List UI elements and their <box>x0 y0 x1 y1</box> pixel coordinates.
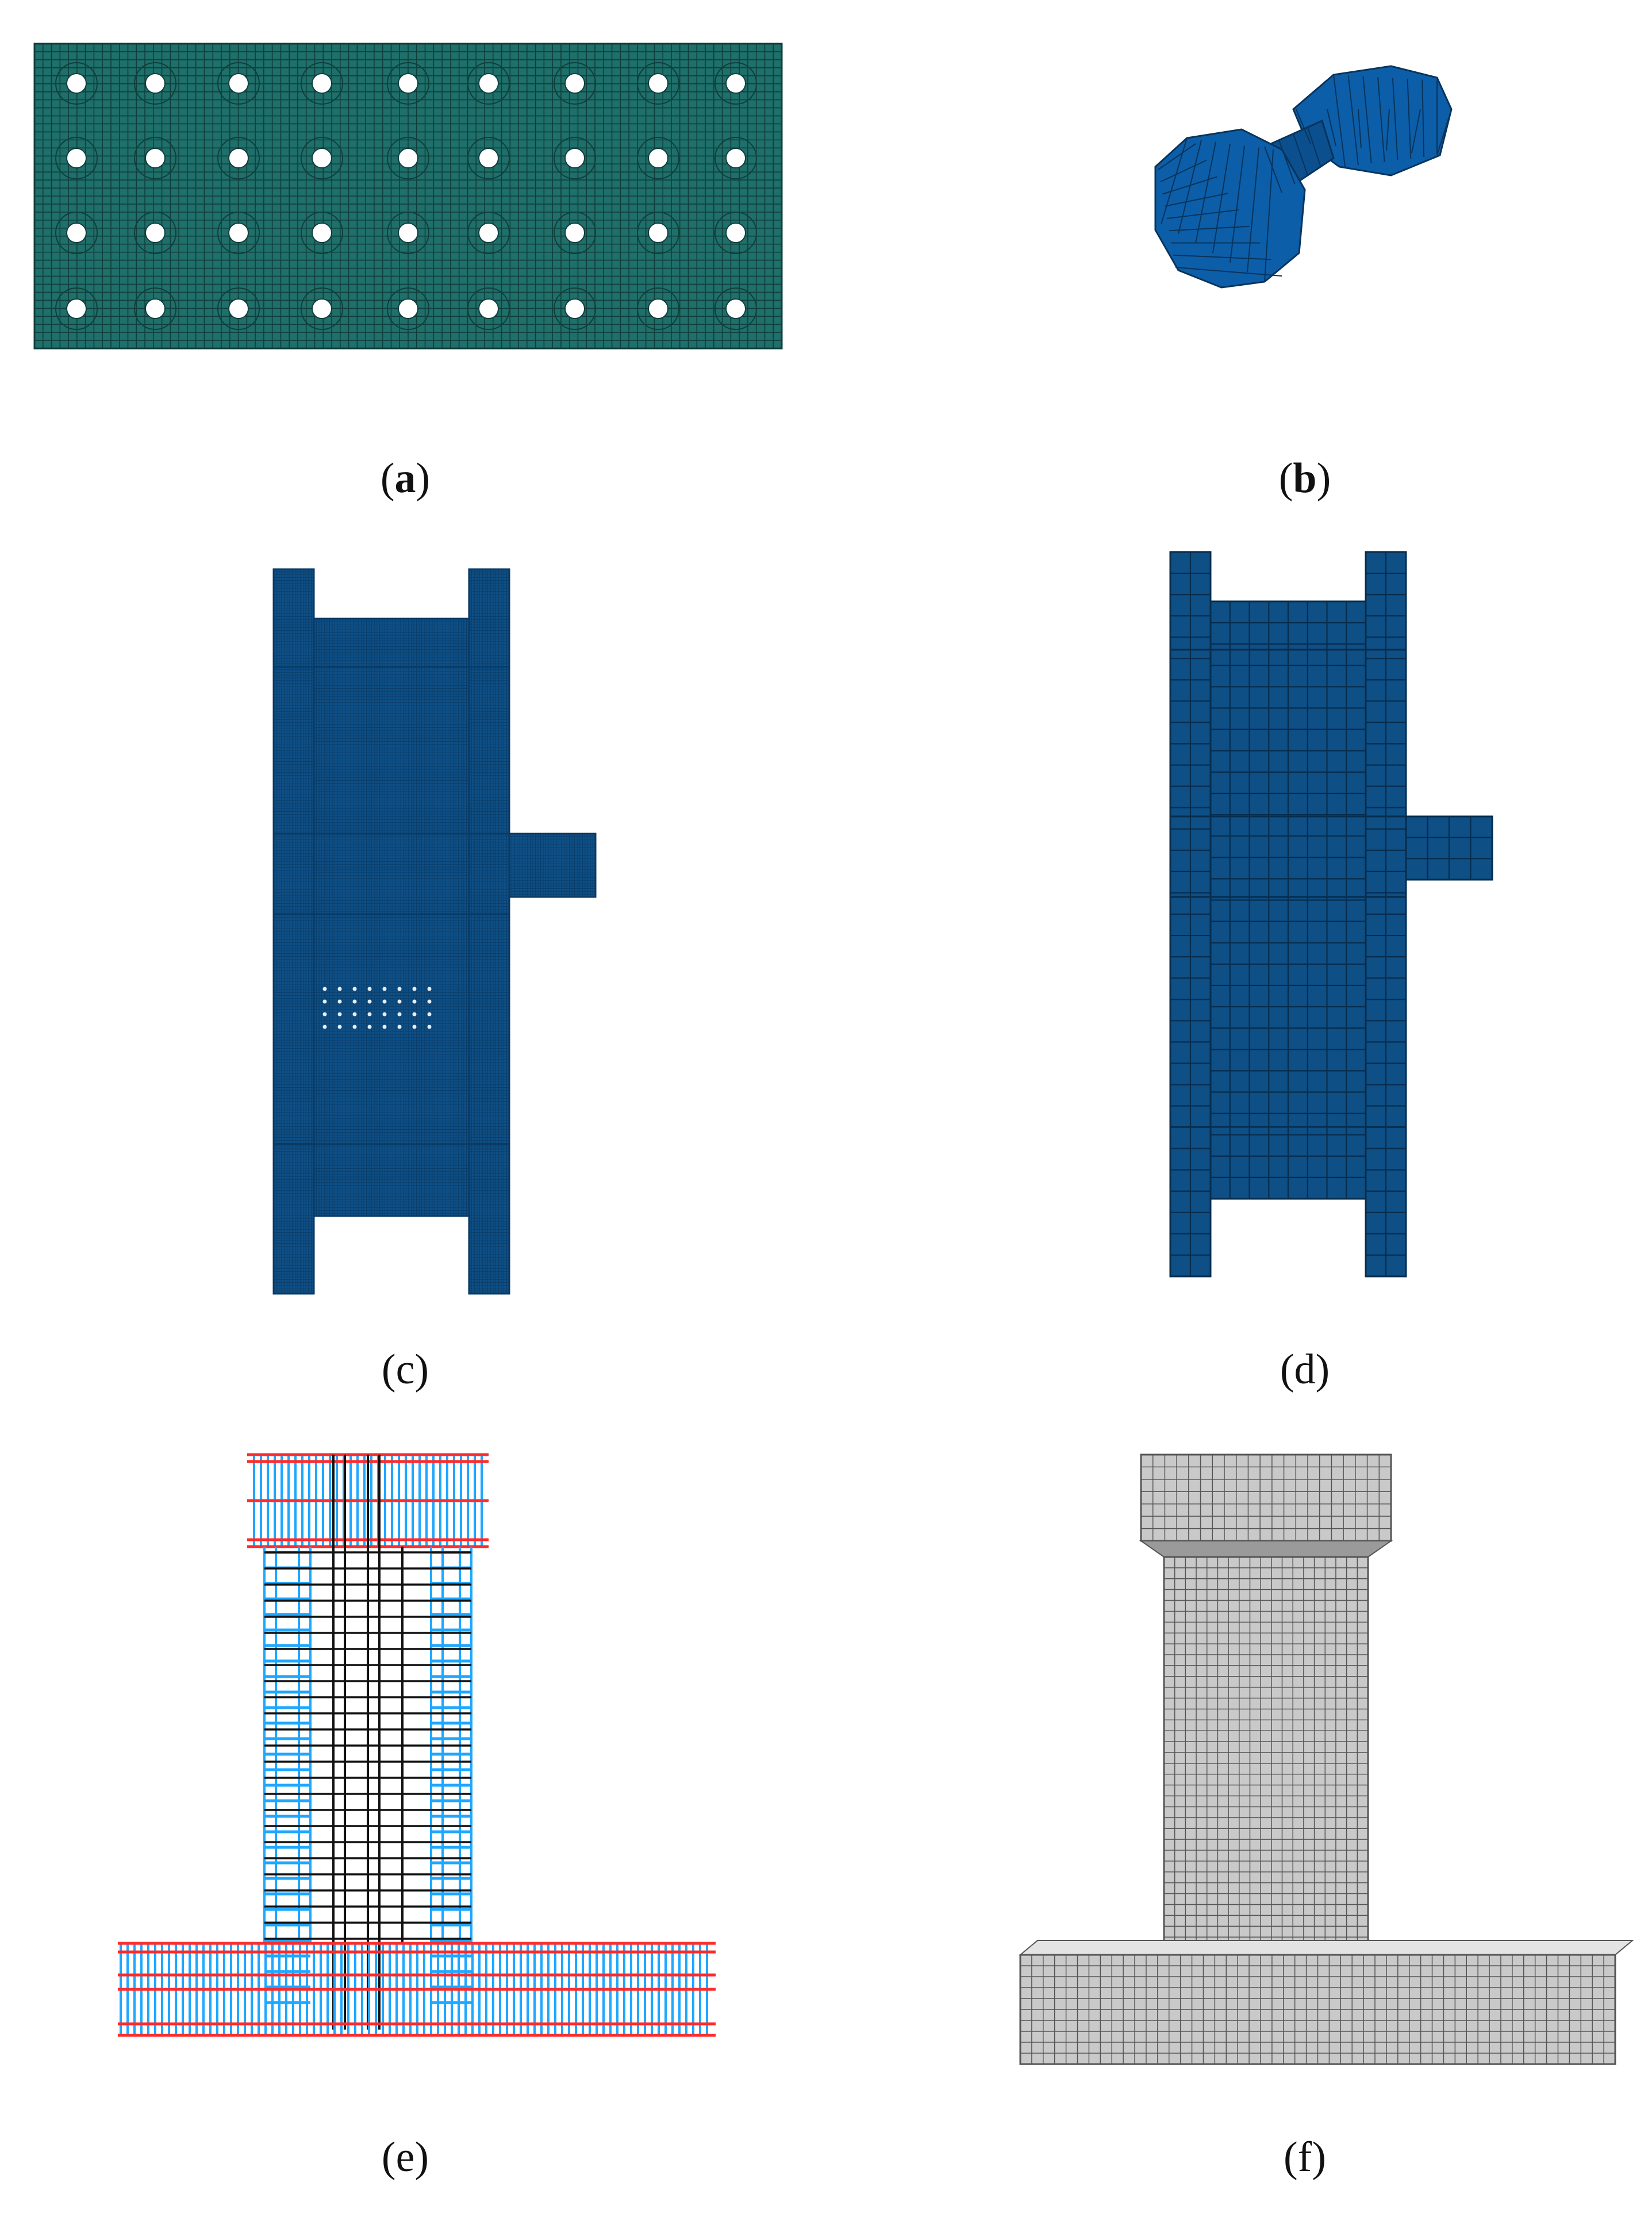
caption-d: (d) <box>1280 1346 1330 1393</box>
bolt-hole <box>427 999 432 1004</box>
bolt-hole <box>478 223 499 243</box>
bolt-hole <box>322 1012 327 1017</box>
bolt-hole <box>352 1012 357 1017</box>
cage <box>118 1453 716 2037</box>
bolt-hole <box>648 148 669 168</box>
bolt-hole <box>322 1025 327 1029</box>
bolt-hole <box>228 148 249 168</box>
bolt-hole <box>352 987 357 991</box>
bolt-hole <box>725 148 746 168</box>
bolt-hole <box>648 73 669 94</box>
bolt-hole <box>398 73 418 94</box>
caption-e: (e) <box>381 2134 429 2181</box>
coarse-mesh-section-figure <box>1169 551 1493 1278</box>
bolt-hole <box>564 73 585 94</box>
bolt-hole <box>725 223 746 243</box>
bolt-hole <box>412 999 417 1004</box>
bolt-hole <box>228 298 249 319</box>
caption-c: (c) <box>381 1346 429 1393</box>
bolt-hole <box>725 73 746 94</box>
bolt-hole <box>398 298 418 319</box>
bolt-hole <box>145 298 166 319</box>
bolt-hole <box>367 987 372 991</box>
panel-c-fine-section <box>264 568 609 1305</box>
bolt-hole <box>427 1025 432 1029</box>
panel-d-coarse-section <box>1161 551 1506 1305</box>
section-body <box>272 568 597 1295</box>
bolt-hole <box>312 298 332 319</box>
bolt-hole <box>228 223 249 243</box>
panel-e-reinforcement <box>103 1437 736 2070</box>
section-body <box>1169 551 1493 1278</box>
bolt-hole <box>312 223 332 243</box>
bolt-hole <box>478 298 499 319</box>
bolt-hole <box>382 1012 387 1017</box>
bolt-hole <box>398 223 418 243</box>
bolt-hole <box>352 1025 357 1029</box>
bolt-hole <box>382 987 387 991</box>
caption-b: (b) <box>1278 455 1331 502</box>
concrete-mesh-figure <box>1019 1453 1634 2065</box>
bolt-hole <box>312 148 332 168</box>
bolt-hole <box>66 73 87 94</box>
bolt-hole <box>367 1025 372 1029</box>
column-cap <box>1141 1455 1391 1541</box>
bolt-hole <box>145 223 166 243</box>
bolt-hole <box>322 987 327 991</box>
bolt-hole <box>337 987 342 991</box>
bolt-hole <box>397 999 402 1004</box>
plate-mesh-figure <box>33 43 783 350</box>
bolt-hole <box>412 987 417 991</box>
bolt-hole <box>382 1025 387 1029</box>
bolt-shape <box>1154 65 1453 289</box>
bolt-hole <box>397 1025 402 1029</box>
bolt-hole <box>478 148 499 168</box>
bolt-hole <box>367 999 372 1004</box>
fine-mesh-section-figure <box>272 568 597 1295</box>
bolt-hole <box>337 1012 342 1017</box>
bolt-hole <box>564 148 585 168</box>
bolt-hole <box>228 73 249 94</box>
bolt-hole <box>145 73 166 94</box>
bolt-hole <box>564 223 585 243</box>
bolt-hole <box>397 987 402 991</box>
bolt-hole <box>412 1025 417 1029</box>
bolt-mesh-figure <box>1154 65 1453 289</box>
bolt-hole <box>322 999 327 1004</box>
bolt-hole <box>382 999 387 1004</box>
bolt-hole <box>66 148 87 168</box>
panel-b-bolt <box>1092 34 1552 379</box>
bolt-hole <box>337 1025 342 1029</box>
bolt-hole <box>564 298 585 319</box>
bolt-hole <box>397 1012 402 1017</box>
bolt-hole <box>145 148 166 168</box>
bolt-hole <box>367 1012 372 1017</box>
bolt-hole <box>725 298 746 319</box>
bolt-hole <box>337 999 342 1004</box>
bolt-hole <box>412 1012 417 1017</box>
panel-f-concrete <box>1006 1437 1638 2070</box>
caption-a: (a) <box>380 455 431 502</box>
caption-f: (f) <box>1284 2134 1326 2181</box>
bolt-hole <box>427 1012 432 1017</box>
bolt-hole <box>427 987 432 991</box>
panel-a-plate <box>0 0 805 437</box>
bolt-hole <box>398 148 418 168</box>
bolt-hole <box>352 999 357 1004</box>
bolt-hole <box>648 223 669 243</box>
concrete-body <box>1019 1453 1634 2065</box>
bolt-hole <box>648 298 669 319</box>
bolt-hole <box>478 73 499 94</box>
bolt-hole <box>66 223 87 243</box>
bolt-hole <box>66 298 87 319</box>
reinforcement-cage-figure <box>118 1453 716 2037</box>
section-part <box>509 834 596 897</box>
bolt-hole <box>312 73 332 94</box>
